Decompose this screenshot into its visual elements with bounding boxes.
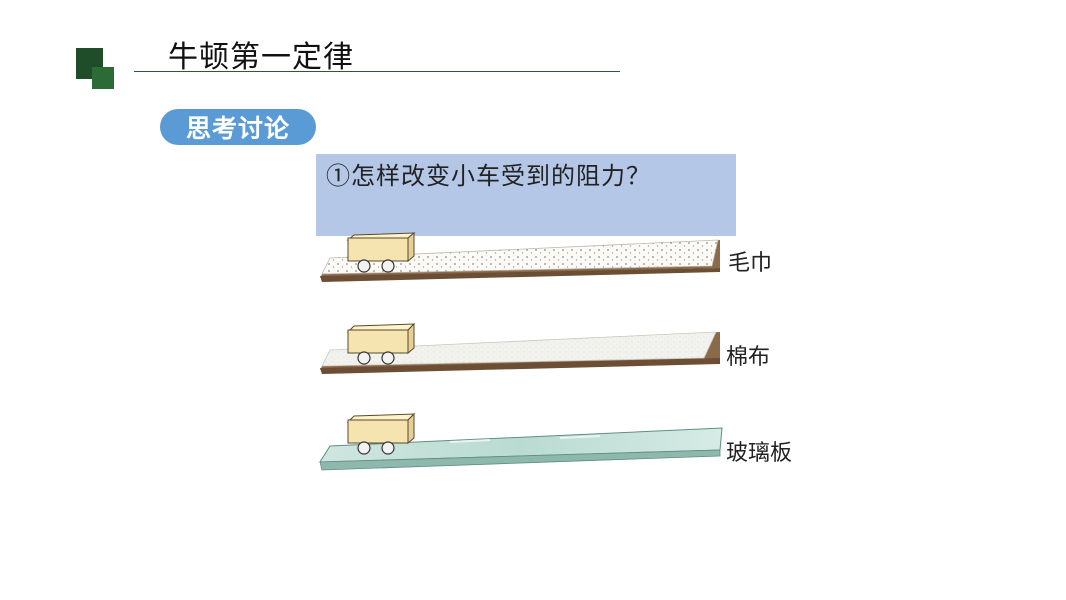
slide-title: 牛顿第一定律 [168,40,354,75]
cart-1 [346,231,416,273]
friction-surfaces-illustration: 毛巾 棉布 玻璃板 [319,231,792,471]
question-box: ①怎样改变小车受到的阻力？ [316,154,736,236]
cotton-board [320,331,720,374]
surface-label-cotton: 棉布 [726,345,770,370]
towel-board [320,239,720,282]
logo-square-light [92,67,114,89]
surface-label-glass: 玻璃板 [726,441,792,466]
cart-3 [346,412,416,455]
cart-2 [346,322,416,365]
title-underline [134,71,620,72]
logo-icon [76,48,116,90]
section-label-pill: 思考讨论 [160,109,316,145]
glass-board [319,427,723,471]
surface-label-towel: 毛巾 [728,251,772,276]
